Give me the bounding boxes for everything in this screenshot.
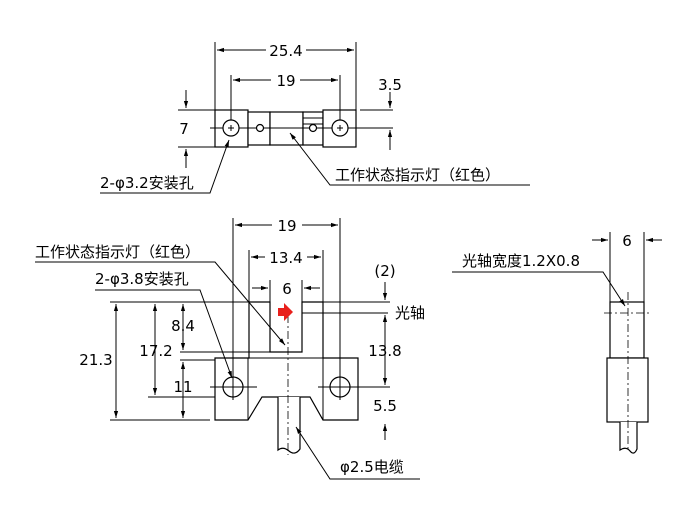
cable xyxy=(277,397,301,454)
dim-base: 11 xyxy=(173,378,192,396)
label-indicator-front: 工作状态指示灯（红色） xyxy=(35,243,200,261)
dim-axis-top: (2) xyxy=(374,262,395,280)
front-view: 光轴 19 13.4 6 21.3 17.2 8.4 11 (2) 13.8 5… xyxy=(35,217,425,480)
dim-body-height: 17.2 xyxy=(139,342,172,360)
top-view: 25.4 19 7 3.5 2-φ3.2安装孔 工作状态指示灯（红色） xyxy=(100,42,530,194)
dim-axis-hole: 13.8 xyxy=(368,342,401,360)
dim-overall: 25.4 xyxy=(269,42,302,60)
dim-slot: 6 xyxy=(282,280,292,298)
dim-inner: 13.4 xyxy=(269,249,302,267)
small-hole xyxy=(255,123,265,133)
label-axis-width: 光轴宽度1.2X0.8 xyxy=(462,252,580,270)
dim-total-height: 21.3 xyxy=(79,351,112,369)
side-body xyxy=(606,357,649,423)
dim-hole-pitch: 19 xyxy=(276,72,295,90)
label-cable: φ2.5电缆 xyxy=(340,458,404,476)
sensor-body xyxy=(214,301,359,421)
label-indicator: 工作状态指示灯（红色） xyxy=(335,166,500,184)
side-cable xyxy=(619,422,638,454)
dim-hole-pitch-front: 19 xyxy=(277,217,296,235)
dim-height: 7 xyxy=(179,120,189,138)
side-head xyxy=(609,301,645,359)
indicator-led-icon xyxy=(278,303,293,321)
label-optical-axis: 光轴 xyxy=(395,304,425,322)
side-view: 6 光轴宽度1.2X0.8 xyxy=(452,232,662,454)
dim-side-width: 6 xyxy=(622,232,632,250)
dim-hole-bottom: 5.5 xyxy=(373,397,397,415)
label-mount-holes: 2-φ3.2安装孔 xyxy=(100,174,194,192)
dim-offset: 3.5 xyxy=(378,76,402,94)
small-hole xyxy=(308,123,318,133)
label-mount-holes-front: 2-φ3.8安装孔 xyxy=(95,270,189,288)
dim-slot-depth: 8.4 xyxy=(171,317,195,335)
